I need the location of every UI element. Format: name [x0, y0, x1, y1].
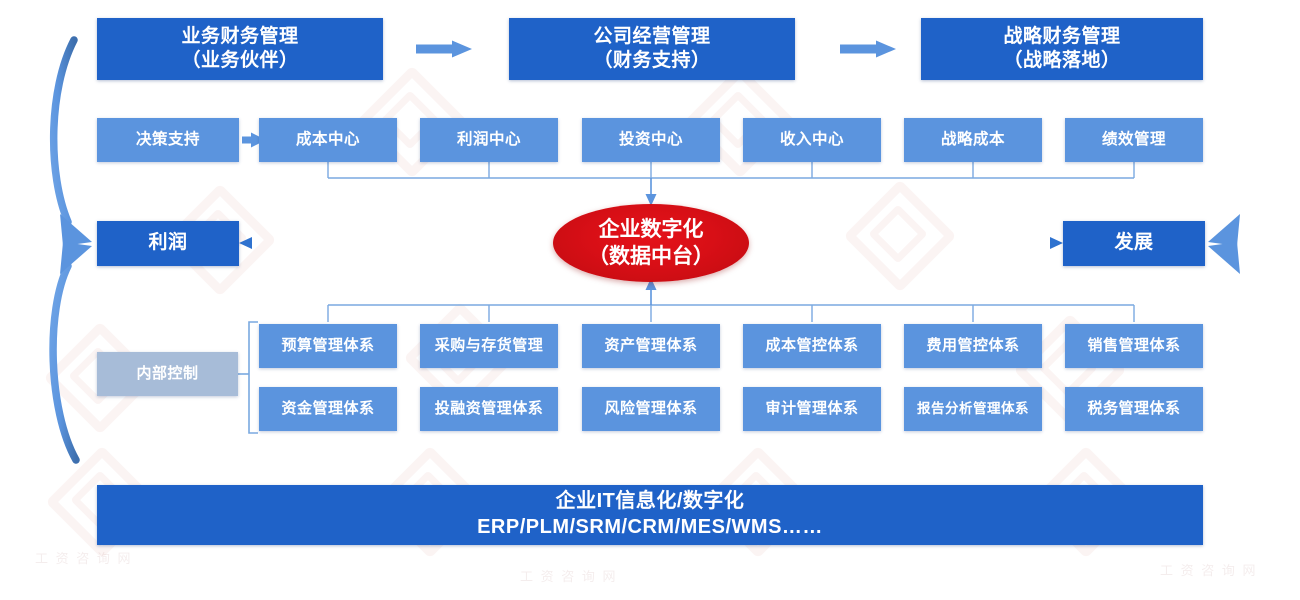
- center-ellipse-label: 企业数字化 （数据中台）: [588, 217, 714, 268]
- top-box-strategic-finance-label: 战略财务管理 （战略落地）: [1003, 25, 1121, 71]
- arrow-business-to-company: [416, 40, 472, 58]
- system-box-reporting-analysis[interactable]: 报告分析管理体系: [904, 387, 1042, 431]
- system-box-treasury[interactable]: 资金管理体系: [259, 387, 397, 431]
- bus-function-row-to-center: [327, 162, 1135, 179]
- outcome-box-development[interactable]: 发展: [1063, 221, 1205, 266]
- top-box-business-finance-label: 业务财务管理 （业务伙伴）: [181, 25, 299, 71]
- top-box-company-operations-label: 公司经营管理 （财务支持）: [593, 25, 711, 71]
- function-box-decision-support[interactable]: 决策支持: [97, 118, 239, 162]
- right-top-curved-arrow: [1208, 214, 1240, 246]
- top-box-company-operations[interactable]: 公司经营管理 （财务支持）: [509, 18, 795, 80]
- bus-systems-to-center: [327, 304, 1135, 322]
- internal-control-box[interactable]: 内部控制: [97, 352, 238, 396]
- footer-banner-label: 企业IT信息化/数字化 ERP/PLM/SRM/CRM/MES/WMS……: [477, 490, 823, 538]
- system-box-risk[interactable]: 风险管理体系: [582, 387, 720, 431]
- system-box-sales[interactable]: 销售管理体系: [1065, 324, 1203, 368]
- system-box-budget[interactable]: 预算管理体系: [259, 324, 397, 368]
- center-ellipse-digitalization[interactable]: 企业数字化 （数据中台）: [553, 204, 749, 282]
- footer-banner-it-digitalization[interactable]: 企业IT信息化/数字化 ERP/PLM/SRM/CRM/MES/WMS……: [97, 485, 1203, 545]
- arrow-center-to-development: [748, 237, 1063, 249]
- bracket-internal-control: [238, 321, 258, 434]
- system-box-audit[interactable]: 审计管理体系: [743, 387, 881, 431]
- outcome-box-profit[interactable]: 利润: [97, 221, 239, 266]
- function-box-performance-management[interactable]: 绩效管理: [1065, 118, 1203, 162]
- function-box-investment-center[interactable]: 投资中心: [582, 118, 720, 162]
- arrow-bus-up-to-center: [645, 278, 657, 305]
- left-top-curved-arrow: [50, 36, 92, 246]
- arrow-decision-to-cost: [242, 132, 266, 148]
- function-box-profit-center[interactable]: 利润中心: [420, 118, 558, 162]
- system-box-tax[interactable]: 税务管理体系: [1065, 387, 1203, 431]
- left-bottom-curved-arrow: [49, 242, 92, 464]
- function-box-cost-center[interactable]: 成本中心: [259, 118, 397, 162]
- top-box-strategic-finance[interactable]: 战略财务管理 （战略落地）: [921, 18, 1203, 80]
- function-box-revenue-center[interactable]: 收入中心: [743, 118, 881, 162]
- arrow-bus-down-to-center: [645, 178, 657, 206]
- system-box-investment-financing[interactable]: 投融资管理体系: [420, 387, 558, 431]
- system-box-cost-control[interactable]: 成本管控体系: [743, 324, 881, 368]
- arrow-center-to-profit: [239, 237, 554, 249]
- system-box-procurement-inventory[interactable]: 采购与存货管理: [420, 324, 558, 368]
- system-box-expense-control[interactable]: 费用管控体系: [904, 324, 1042, 368]
- system-box-asset[interactable]: 资产管理体系: [582, 324, 720, 368]
- function-box-strategic-cost[interactable]: 战略成本: [904, 118, 1042, 162]
- arrow-company-to-strategy: [840, 40, 896, 58]
- top-box-business-finance[interactable]: 业务财务管理 （业务伙伴）: [97, 18, 383, 80]
- right-bottom-curved-arrow: [1208, 242, 1240, 274]
